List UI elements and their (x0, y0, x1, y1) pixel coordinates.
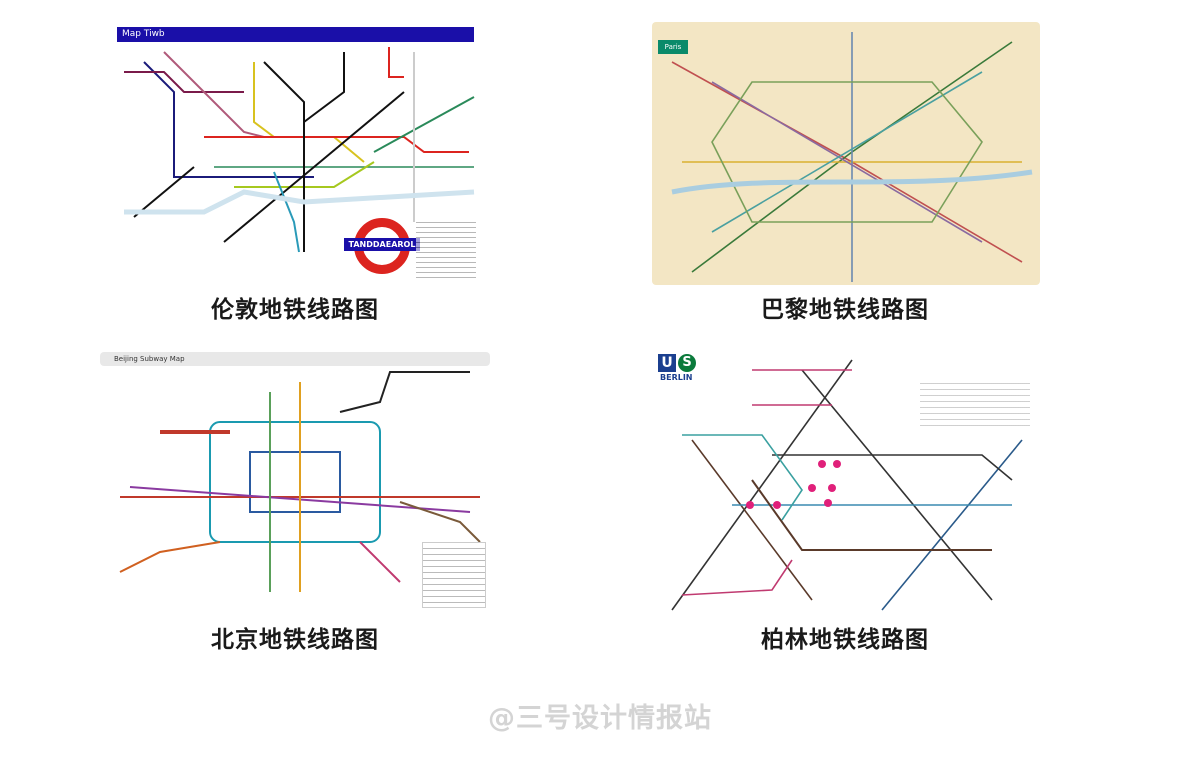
london-map-caption: 伦敦地铁线路图 (211, 297, 379, 323)
beijing-map-caption: 北京地铁线路图 (211, 627, 379, 653)
london-line-network (124, 47, 475, 253)
paris-map-image: Paris (652, 22, 1040, 285)
berlin-u-logo: U (658, 354, 676, 372)
beijing-legend (422, 542, 486, 608)
berlin-s-logo: S (678, 354, 696, 372)
watermark: @三号设计情报站 (488, 703, 712, 734)
berlin-logo-text: BERLIN (660, 373, 693, 382)
london-map-header: Map Tiwb (117, 27, 474, 42)
paris-map-caption: 巴黎地铁线路图 (761, 297, 929, 323)
berlin-legend (920, 378, 1030, 426)
paris-line-network (671, 32, 1033, 282)
underground-roundel-bar: TANDDAEAROL (344, 238, 420, 251)
beijing-map-header: Beijing Subway Map (100, 352, 490, 366)
beijing-map-image: Beijing Subway Map (100, 352, 490, 612)
berlin-line-network (671, 359, 1023, 611)
berlin-map-caption: 柏林地铁线路图 (761, 627, 929, 653)
beijing-line-network (119, 371, 481, 592)
london-map-image: Map Tiwb TANDDAEAROL (104, 22, 490, 285)
london-legend (416, 218, 476, 278)
berlin-map-image: U S BERLIN (652, 350, 1040, 612)
paris-metro-logo: Paris (658, 40, 688, 54)
